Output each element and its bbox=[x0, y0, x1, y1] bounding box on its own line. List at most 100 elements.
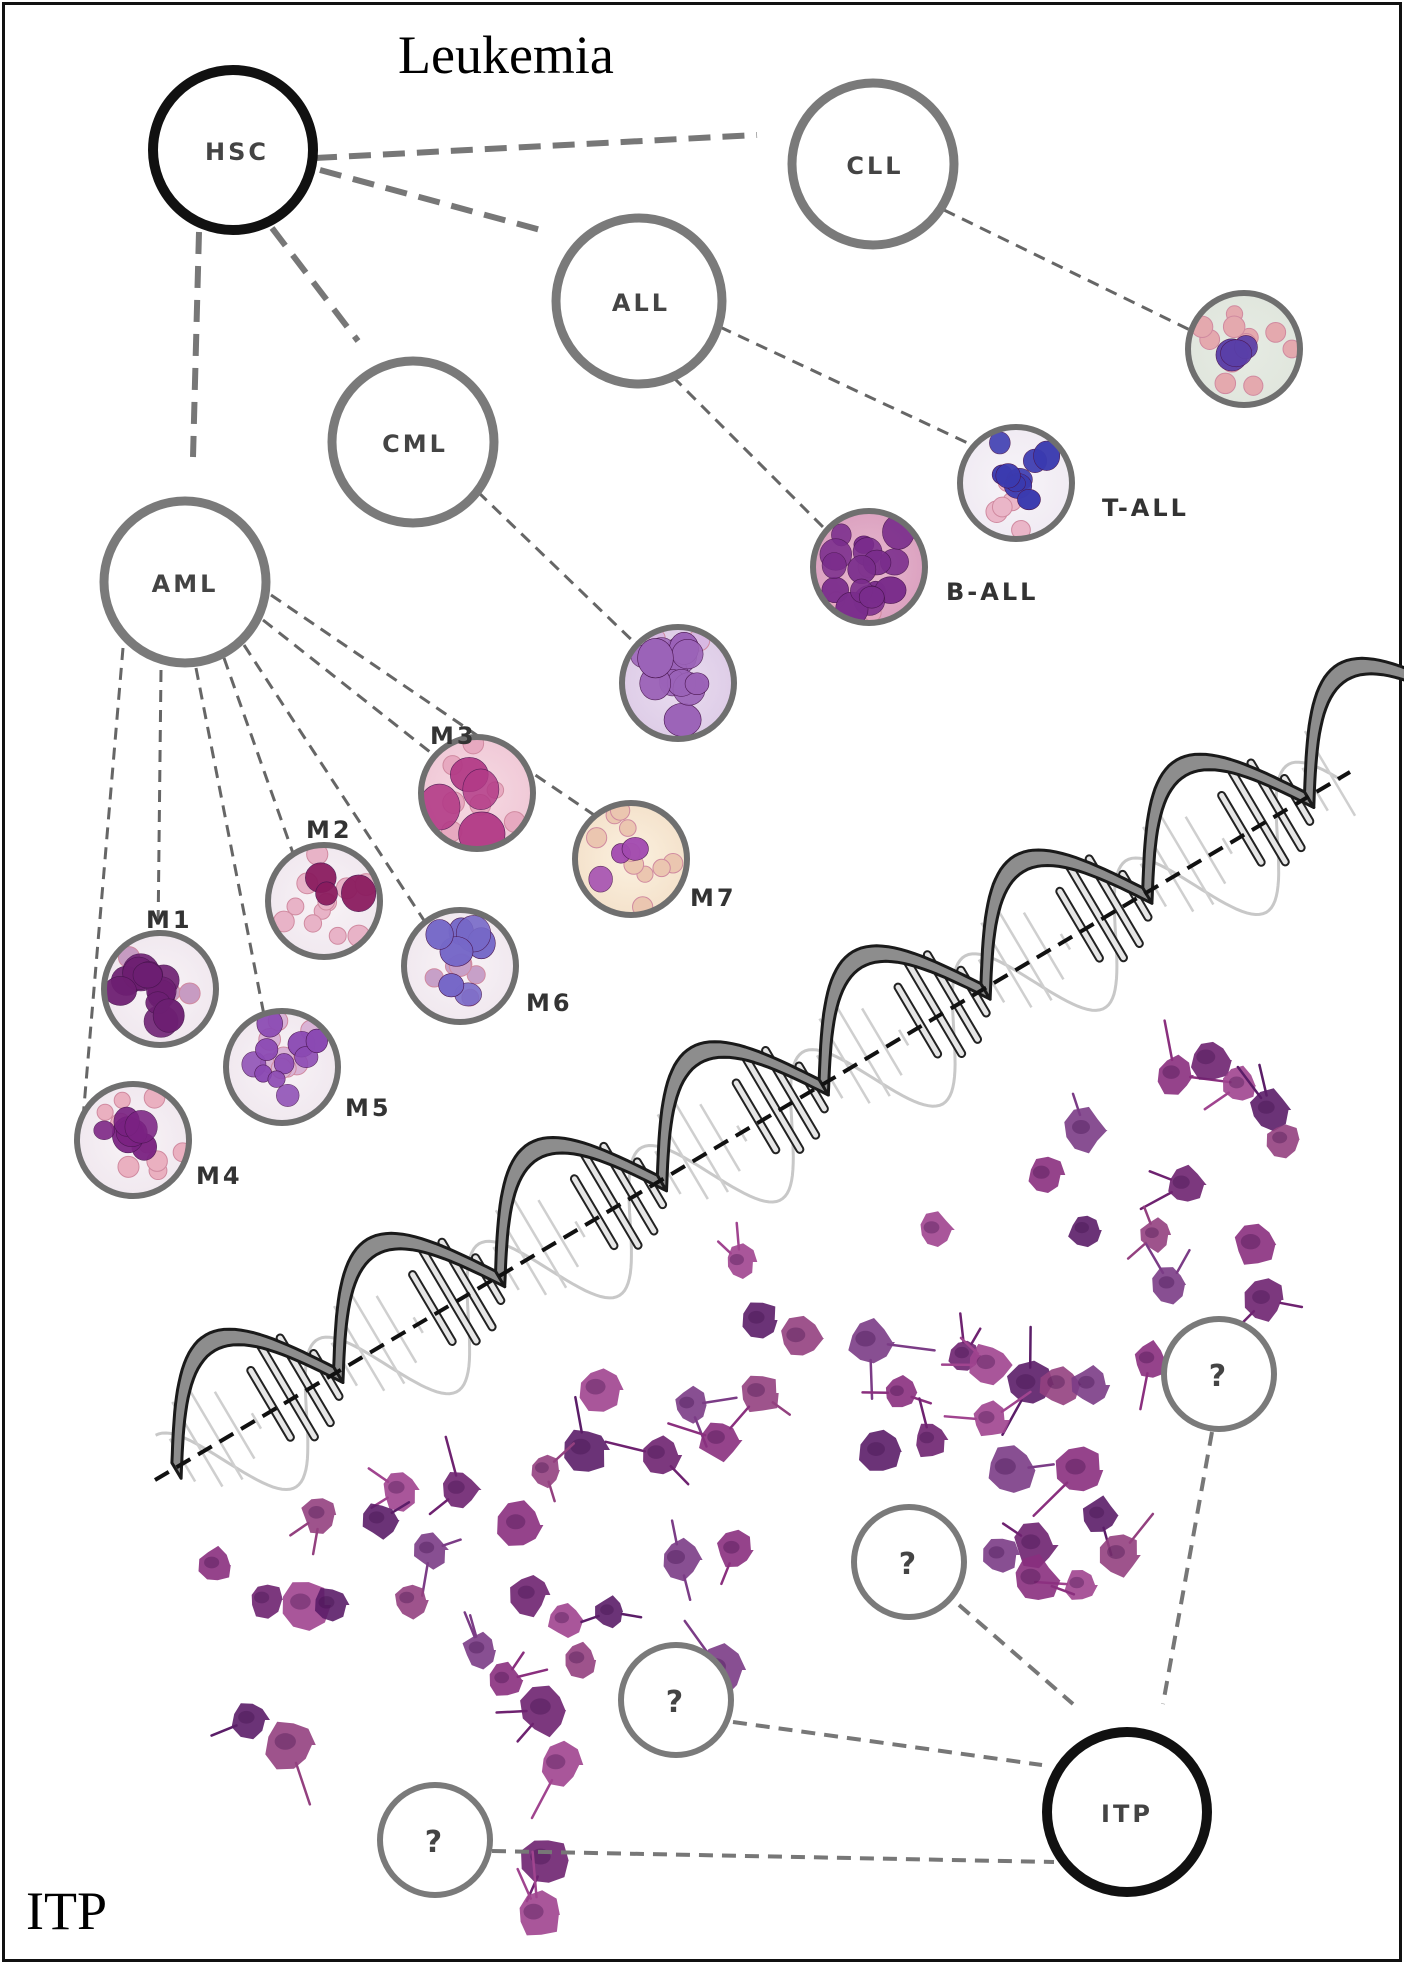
sub-links bbox=[80, 208, 1191, 1131]
node-cml: CML bbox=[327, 356, 499, 528]
platelet bbox=[367, 1467, 420, 1512]
title-itp: ITP bbox=[26, 1881, 107, 1941]
platelet bbox=[414, 1532, 462, 1597]
micrograph-m6 bbox=[401, 907, 519, 1025]
platelet bbox=[781, 1315, 824, 1356]
red-cell bbox=[991, 496, 1013, 518]
platelet bbox=[1234, 1223, 1277, 1265]
link-hsc-all bbox=[319, 167, 549, 235]
platelet bbox=[1126, 1205, 1172, 1260]
helix-ribbon-segment bbox=[1303, 656, 1404, 809]
node-cml-label: CML bbox=[382, 430, 448, 458]
micrograph-m7 bbox=[572, 800, 690, 918]
link-aml-m7 bbox=[270, 593, 598, 819]
micrographs bbox=[74, 290, 1303, 1199]
micrograph-m1 bbox=[101, 930, 219, 1048]
micrograph-ring bbox=[223, 1008, 341, 1126]
red-cell bbox=[1011, 520, 1031, 538]
platelet bbox=[510, 1575, 551, 1618]
platelet-cloud bbox=[198, 1019, 1304, 1936]
helix-rung-back bbox=[699, 1103, 741, 1172]
platelet bbox=[531, 1442, 576, 1503]
helix-rung-back bbox=[574, 1220, 586, 1238]
platelet bbox=[362, 1501, 411, 1540]
blast-cell bbox=[671, 638, 704, 670]
platelet bbox=[198, 1545, 231, 1581]
red-cell bbox=[113, 1091, 131, 1109]
platelet bbox=[516, 1850, 560, 1936]
link-aml-m6 bbox=[242, 644, 429, 926]
red-cell bbox=[1243, 375, 1264, 396]
blast-cell bbox=[462, 768, 500, 810]
link-hsc-aml bbox=[190, 231, 202, 458]
blast-cell bbox=[105, 976, 137, 1006]
blast-cell bbox=[276, 1083, 300, 1107]
micrograph-ring bbox=[101, 930, 219, 1048]
link-all-ball bbox=[671, 375, 828, 532]
platelet bbox=[983, 1538, 1020, 1573]
link-hsc-cll bbox=[314, 132, 758, 161]
red-cell bbox=[652, 858, 671, 878]
link-itp-unknown-3 bbox=[732, 1720, 1043, 1767]
blast-cell bbox=[858, 585, 885, 609]
blast-cell bbox=[588, 865, 613, 893]
platelet bbox=[943, 1390, 1032, 1437]
unknown-label-4: ? bbox=[425, 1825, 445, 1860]
helix-rung-back bbox=[375, 1295, 418, 1364]
platelet bbox=[717, 1529, 754, 1586]
micrograph-ring bbox=[619, 624, 737, 742]
red-cell bbox=[1222, 315, 1246, 339]
micrograph-ring bbox=[810, 508, 928, 626]
helix-rung-back bbox=[213, 1391, 256, 1460]
link-itp-unknown-4 bbox=[491, 1849, 1055, 1864]
unknown-node-1: ? bbox=[1161, 1316, 1277, 1432]
link-itp-unknown-2 bbox=[957, 1603, 1075, 1706]
platelet bbox=[1191, 1041, 1232, 1080]
platelet bbox=[579, 1368, 624, 1412]
platelet bbox=[741, 1375, 791, 1416]
platelet bbox=[251, 1584, 283, 1619]
platelet bbox=[1266, 1124, 1300, 1159]
label-m3: M3 bbox=[430, 722, 477, 750]
helix-axis bbox=[153, 770, 1352, 1482]
unknown-label-2: ? bbox=[899, 1547, 919, 1582]
red-cell bbox=[117, 1155, 140, 1178]
label-m5: M5 bbox=[345, 1094, 392, 1122]
label-m1: M1 bbox=[146, 906, 193, 934]
red-cell bbox=[619, 819, 637, 837]
platelet bbox=[1134, 1340, 1167, 1411]
node-cll: CLL bbox=[787, 78, 959, 250]
subtype-labels: T-ALL B-ALL M3 M7 M2 M6 M1 M5 M4 bbox=[146, 494, 1186, 1190]
platelet bbox=[580, 1595, 643, 1629]
node-itp: ITP bbox=[1042, 1727, 1212, 1897]
blast-cell bbox=[684, 672, 710, 696]
helix-rung-back bbox=[537, 1199, 580, 1268]
unknown-label-1: ? bbox=[1209, 1359, 1229, 1394]
unknown-node-4: ? bbox=[377, 1782, 493, 1898]
unknown-node-3: ? bbox=[618, 1642, 734, 1758]
blast-cell bbox=[663, 702, 702, 737]
platelet bbox=[1039, 1366, 1082, 1406]
node-aml: AML bbox=[99, 496, 271, 668]
micrograph-ring bbox=[265, 842, 383, 960]
platelet bbox=[675, 1385, 738, 1448]
blast-cell bbox=[152, 998, 185, 1033]
platelet bbox=[210, 1703, 270, 1740]
platelet bbox=[462, 1611, 496, 1670]
platelet bbox=[1236, 1063, 1292, 1132]
node-cll-label: CLL bbox=[846, 152, 903, 180]
micrograph-ring bbox=[1185, 290, 1303, 408]
platelet bbox=[1071, 1365, 1111, 1405]
helix-rung-back bbox=[994, 905, 1053, 1001]
link-aml-m2 bbox=[222, 657, 296, 857]
platelet bbox=[495, 1685, 566, 1743]
itp-links bbox=[491, 1431, 1214, 1864]
platelet bbox=[564, 1395, 610, 1472]
platelet bbox=[940, 1336, 1013, 1386]
helix-rung-back bbox=[1184, 816, 1227, 885]
micrograph-m2 bbox=[265, 842, 383, 960]
label-m6: M6 bbox=[526, 989, 573, 1017]
link-aml-m4 bbox=[80, 647, 125, 1131]
label-b-all: B-ALL bbox=[946, 578, 1038, 606]
